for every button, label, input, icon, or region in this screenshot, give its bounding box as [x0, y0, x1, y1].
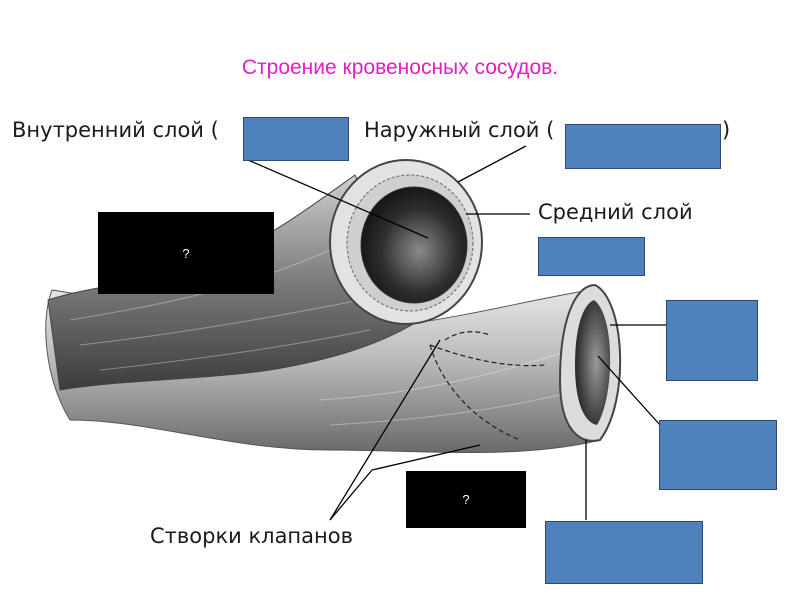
answer-box-vein-inner[interactable] [545, 521, 703, 584]
artery-lumen [361, 187, 467, 303]
answer-box-vein-outer[interactable] [666, 300, 758, 381]
answer-box-middle-layer[interactable] [538, 237, 645, 276]
hidden-box-vessel-type-2[interactable]: ? [406, 471, 526, 528]
label-outer-layer-close: ) [722, 118, 730, 142]
label-middle-layer: Средний слой [538, 200, 693, 224]
label-valve-leaflets: Створки клапанов [150, 524, 353, 548]
hidden-box-vessel-type-1[interactable]: ? [98, 212, 274, 294]
answer-box-outer-layer[interactable] [565, 124, 721, 169]
page-title: Строение кровеносных сосудов. [0, 56, 800, 80]
answer-box-inner-layer[interactable] [243, 117, 349, 161]
label-outer-layer: Наружный слой ( [364, 118, 554, 142]
answer-box-vein-middle[interactable] [659, 420, 777, 490]
label-inner-layer: Внутренний слой ( [12, 118, 219, 142]
